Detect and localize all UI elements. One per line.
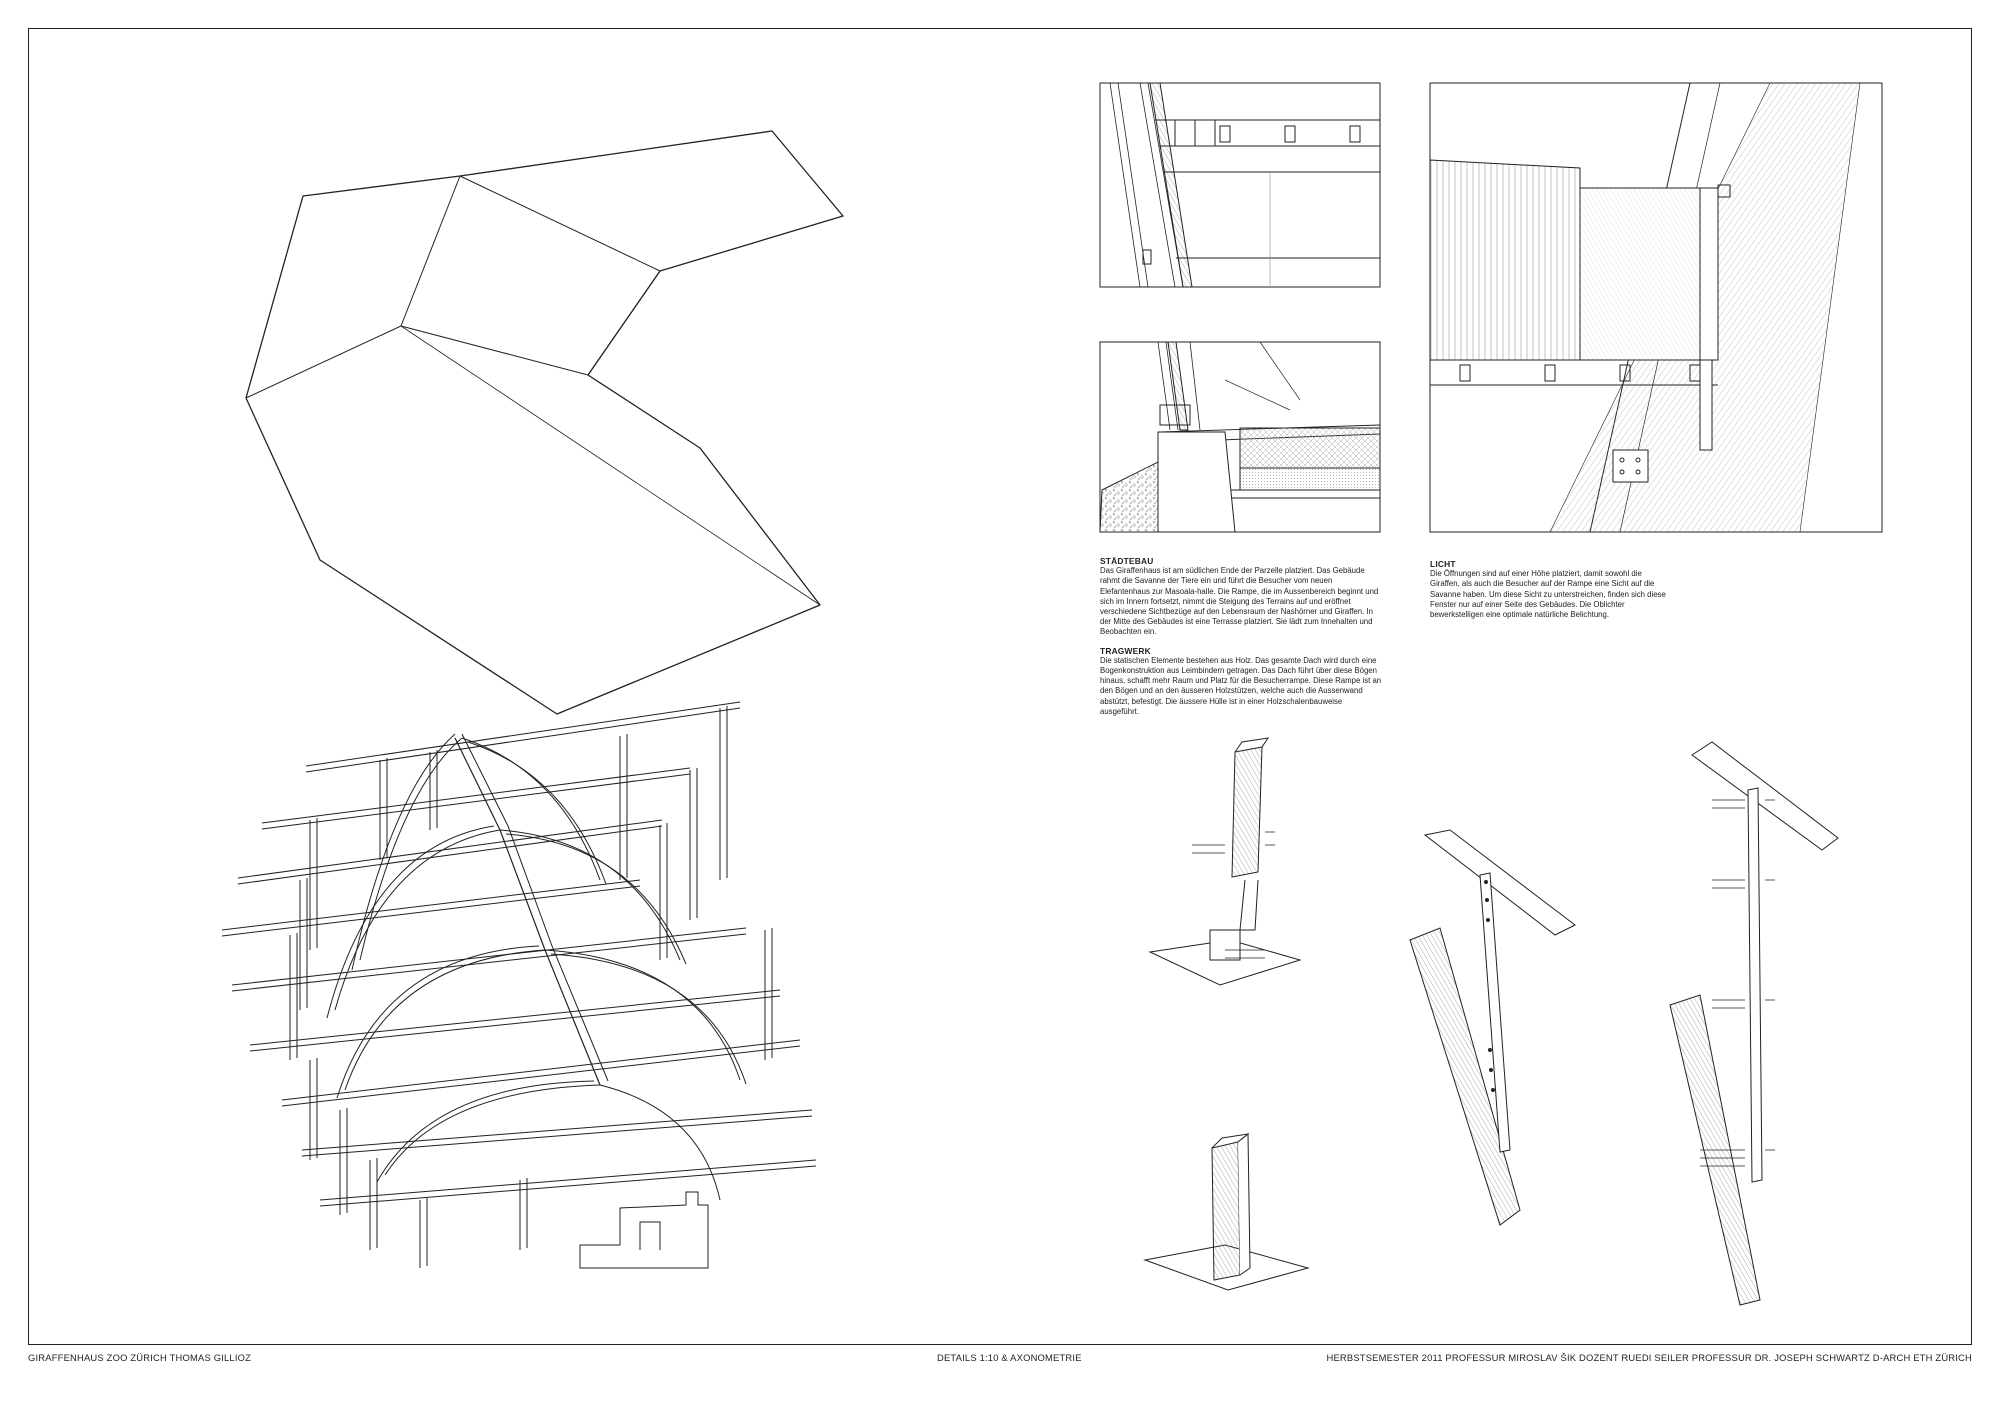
connection-detail-column-plate xyxy=(1143,1132,1310,1291)
connection-detail-ramp-support xyxy=(1669,741,1839,1306)
footer-course-info: HERBSTSEMESTER 2011 PROFESSUR MIROSLAV Š… xyxy=(1326,1352,1972,1363)
connection-detail-beam-column xyxy=(1409,829,1576,1226)
detail-wall-section-upper xyxy=(1099,82,1381,288)
body-staedtebau: Das Giraffenhaus ist am südlichen Ende d… xyxy=(1100,566,1379,637)
text-staedtebau: STÄDTEBAU Das Giraffenhaus ist am südlic… xyxy=(1100,556,1382,725)
heading-licht: LICHT xyxy=(1430,559,1456,569)
drawing-sheet-frame xyxy=(28,28,1972,1345)
roof-axonometry xyxy=(245,130,844,715)
footer-project-author: GIRAFFENHAUS ZOO ZÜRICH THOMAS GILLIOZ xyxy=(28,1352,252,1363)
heading-staedtebau: STÄDTEBAU xyxy=(1100,556,1154,566)
footer-sheet-title: DETAILS 1:10 & AXONOMETRIE xyxy=(937,1352,1082,1363)
detail-window-section xyxy=(1429,82,1883,533)
structure-axonometry xyxy=(221,701,817,1269)
body-licht: Die Öffnungen sind auf einer Höhe platzi… xyxy=(1430,569,1666,620)
body-tragwerk: Die statischen Elemente bestehen aus Hol… xyxy=(1100,655,1382,716)
connection-detail-column-base xyxy=(1148,737,1302,986)
heading-tragwerk: TRAGWERK xyxy=(1100,645,1151,656)
text-licht: LICHT Die Öffnungen sind auf einer Höhe … xyxy=(1430,559,1670,628)
detail-foundation-section xyxy=(1099,341,1381,533)
